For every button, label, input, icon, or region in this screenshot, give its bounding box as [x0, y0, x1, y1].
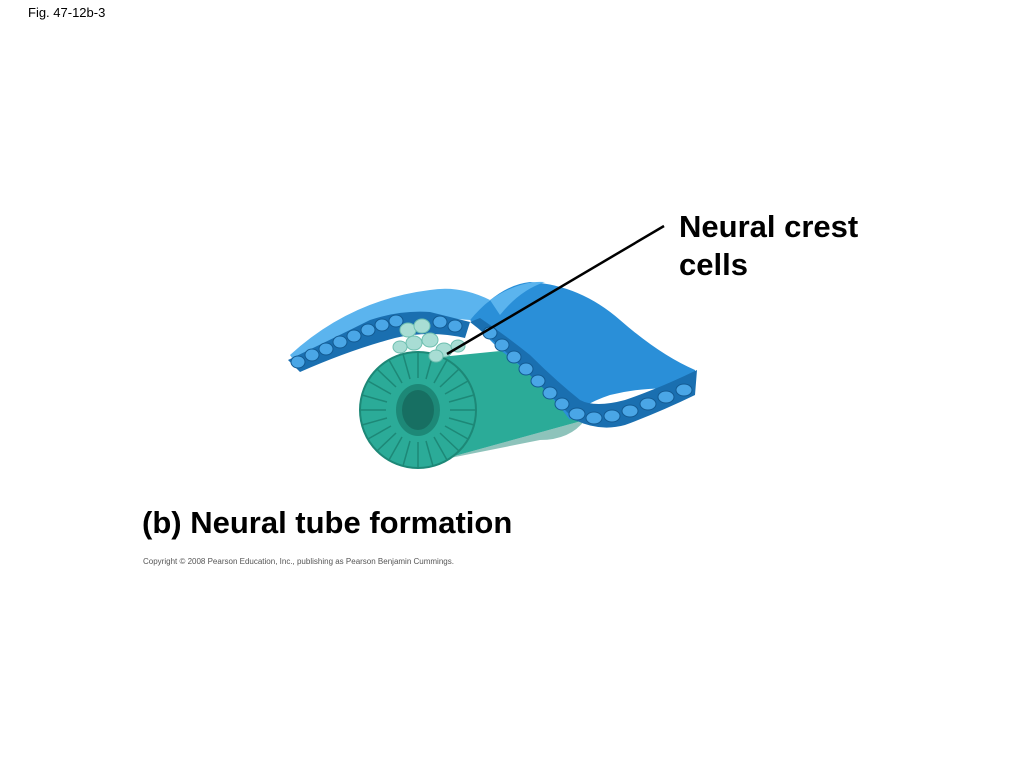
- callout-line-1: Neural crest: [679, 209, 859, 244]
- neural-crest-cells: [392, 318, 466, 363]
- figure-caption: (b) Neural tube formation: [142, 505, 513, 540]
- neural-crest-cells-label: Neural crest cells: [679, 208, 858, 284]
- callout-leader-line: [446, 224, 665, 356]
- figure-label: Fig. 47-12b-3: [28, 5, 106, 20]
- callout-line-2: cells: [679, 247, 748, 282]
- copyright-notice: Copyright © 2008 Pearson Education, Inc.…: [143, 557, 454, 566]
